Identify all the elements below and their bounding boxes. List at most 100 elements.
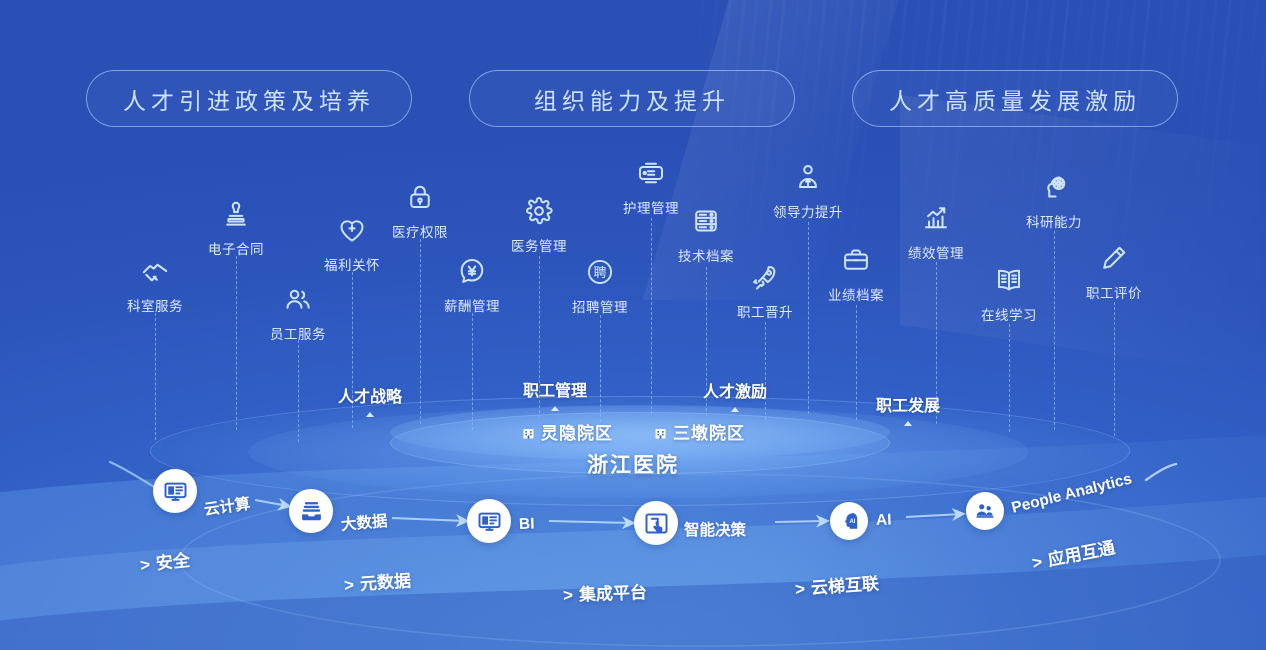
capability-label: 招聘管理 [572, 300, 628, 315]
users-icon [283, 284, 313, 314]
category-pill-3[interactable]: 人才高质量发展激励 [852, 70, 1178, 127]
capability-dropper-line [155, 313, 156, 440]
capability-label: 技术档案 [678, 249, 734, 264]
capability-label: 医疗权限 [392, 225, 448, 240]
flow-node-label-3: BI [518, 515, 535, 533]
capability-node-13[interactable]: 业绩档案 [791, 245, 921, 305]
briefcase-icon [841, 245, 871, 275]
campus-item-1[interactable]: 灵隐院区 [521, 419, 613, 444]
capability-node-16[interactable]: 科研能力 [989, 172, 1119, 232]
yen-circle-icon [457, 256, 487, 286]
gear-icon [524, 196, 554, 226]
background-building-column [1209, 0, 1252, 310]
capability-node-8[interactable]: 聘招聘管理 [535, 257, 665, 317]
category-pill-1[interactable]: 人才引进政策及培养 [86, 70, 412, 127]
capability-label: 职工评价 [1086, 286, 1142, 301]
capability-node-1[interactable]: 科室服务 [90, 256, 220, 316]
capability-dropper-line [472, 313, 473, 430]
flow-sublabel-1[interactable]: >安全 [139, 546, 191, 576]
capability-label: 护理管理 [623, 201, 679, 216]
flow-node-label-2: 大数据 [340, 512, 389, 534]
people-group-icon [966, 492, 1004, 530]
pillar-marker-triangle [365, 412, 374, 417]
server-icon [691, 206, 721, 236]
capability-node-5[interactable]: 医疗权限 [355, 182, 485, 242]
capability-node-7[interactable]: 医务管理 [474, 196, 604, 256]
capability-node-3[interactable]: 员工服务 [233, 284, 363, 344]
pillar-label-1[interactable]: 人才战略 [338, 383, 402, 417]
category-pill-2[interactable]: 组织能力及提升 [469, 70, 795, 127]
stamp-icon [221, 199, 251, 229]
pillar-label-text: 人才战略 [337, 389, 403, 406]
flow-sublabel-text: 云梯互联 [810, 574, 880, 598]
capability-label: 电子合同 [208, 242, 264, 257]
capability-dropper-line [936, 262, 937, 424]
svg-text:聘: 聘 [593, 265, 606, 280]
capability-dropper-line [765, 322, 766, 420]
pillar-label-3[interactable]: 人才激励 [703, 378, 767, 412]
capability-node-15[interactable]: 在线学习 [944, 265, 1074, 325]
flow-node-1[interactable] [153, 469, 197, 513]
flow-sublabel-2[interactable]: >元数据 [343, 566, 412, 596]
capability-label: 科研能力 [1026, 215, 1082, 230]
capability-dropper-line [1009, 324, 1010, 432]
capability-node-17[interactable]: 职工评价 [1049, 243, 1179, 303]
recruit-icon: 聘 [585, 257, 615, 287]
ai-head-icon: AI [830, 502, 868, 540]
hospital-name: 浙江医院 [587, 454, 679, 477]
capability-dropper-line [236, 256, 237, 430]
flow-node-4[interactable] [634, 501, 678, 545]
flow-node-label-5: AI [875, 511, 892, 529]
flow-sublabel-text: 应用互通 [1046, 538, 1117, 570]
capability-node-11[interactable]: 职工晋升 [700, 262, 830, 322]
flow-node-6[interactable] [966, 492, 1004, 530]
campus-label: 灵隐院区 [541, 424, 613, 443]
flow-node-label-4: 智能决策 [684, 522, 747, 539]
pillar-marker-triangle [903, 421, 912, 426]
svg-text:AI: AI [849, 519, 855, 525]
capability-dropper-line [1114, 302, 1115, 436]
capability-label: 领导力提升 [773, 205, 843, 220]
flow-sublabel-3[interactable]: >集成平台 [563, 578, 648, 606]
capability-label: 绩效管理 [908, 246, 964, 261]
flow-node-2[interactable] [289, 489, 333, 533]
capability-dropper-line [600, 315, 601, 422]
capability-node-6[interactable]: 薪酬管理 [407, 256, 537, 316]
flow-node-3[interactable] [467, 499, 511, 543]
background-building-column [693, 0, 712, 80]
pillar-label-text: 职工发展 [875, 398, 941, 415]
capability-label: 业绩档案 [828, 288, 884, 303]
book-icon [994, 265, 1024, 295]
touch-decision-icon [634, 501, 678, 545]
flow-sublabel-5[interactable]: >应用互通 [1030, 533, 1117, 574]
capability-label: 福利关怀 [324, 258, 380, 273]
rocket-icon [750, 262, 780, 292]
campus-row: 灵隐院区 三墩院区 [0, 419, 1266, 444]
pillar-label-2[interactable]: 职工管理 [523, 377, 587, 411]
chevron-right-icon: > [794, 579, 806, 599]
capability-dropper-line [298, 340, 299, 442]
capability-label: 在线学习 [981, 308, 1037, 323]
capability-node-12[interactable]: 领导力提升 [743, 162, 873, 222]
handshake-icon [140, 256, 170, 286]
flow-sublabel-4[interactable]: >云梯互联 [794, 569, 879, 600]
chevron-right-icon: > [139, 555, 152, 575]
hospital-icon [653, 426, 668, 441]
pillar-label-4[interactable]: 职工发展 [876, 392, 940, 426]
flow-node-5[interactable]: AI [830, 502, 868, 540]
chevron-right-icon: > [562, 585, 574, 605]
capability-dropper-line [420, 239, 421, 424]
category-pill-row: 人才引进政策及培养组织能力及提升人才高质量发展激励 [0, 70, 1266, 130]
capability-label: 科室服务 [127, 299, 183, 314]
capability-node-10[interactable]: 技术档案 [641, 206, 771, 266]
brain-atom-icon [1039, 172, 1069, 202]
heart-plus-icon [337, 215, 367, 245]
capability-node-14[interactable]: 绩效管理 [871, 203, 1001, 263]
campus-item-2[interactable]: 三墩院区 [653, 419, 745, 444]
capability-node-4[interactable]: 福利关怀 [287, 215, 417, 275]
capability-node-9[interactable]: 护理管理 [586, 158, 716, 218]
chevron-right-icon: > [1030, 552, 1044, 573]
bigdata-icon [289, 489, 333, 533]
capability-node-2[interactable]: 电子合同 [171, 199, 301, 259]
